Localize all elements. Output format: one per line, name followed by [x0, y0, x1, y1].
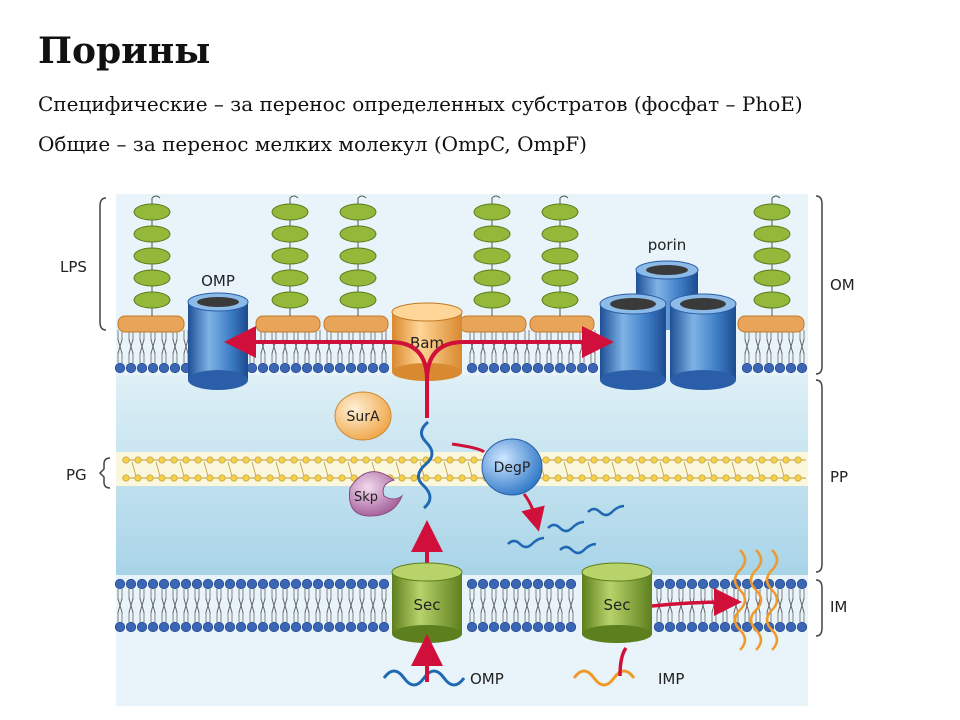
omp-substrate-chain: [382, 669, 466, 687]
general-porins-line: Общие – за перенос мелких молекул (OmpC,…: [38, 132, 587, 156]
om-label: OM: [830, 276, 855, 294]
arrow-degradation: [521, 493, 545, 532]
om-bracket: [815, 195, 823, 375]
imp-substrate-label: IMP: [658, 670, 684, 688]
unfolded-omp-chain: [417, 420, 434, 510]
bam-label: Bam: [410, 334, 444, 352]
pg-bracket: [98, 457, 111, 489]
omp-substrate-label: OMP: [470, 670, 504, 688]
sura-label: SurA: [346, 409, 380, 425]
arrow-to-porin: [425, 326, 614, 381]
pp-label: PP: [830, 468, 848, 486]
arrow-imp-into-sec: [618, 646, 628, 677]
membrane-diagram: OMP Bam porin SurA DegP Skp: [60, 194, 855, 706]
pg-label: PG: [66, 466, 87, 484]
sura-chaperone: [334, 391, 392, 441]
inner-membrane-lipids: [114, 578, 808, 633]
omp-barrel: [187, 292, 249, 390]
im-label: IM: [830, 598, 847, 616]
sec-label-2: Sec: [604, 596, 631, 614]
skp-label: Skp: [354, 490, 378, 505]
lps-label: LPS: [60, 258, 87, 276]
omp-barrel-label: OMP: [201, 272, 235, 290]
porin-label: porin: [648, 236, 687, 254]
slide-title: Порины: [38, 30, 211, 72]
sec-translocon-2: [581, 562, 653, 643]
pp-bracket: [815, 379, 823, 573]
arrow-to-imp-insertion: [651, 588, 742, 617]
degp-label: DegP: [494, 460, 531, 476]
skp-chaperone: [348, 471, 404, 517]
sec-label-1: Sec: [414, 596, 441, 614]
inserted-imp-helices: [733, 549, 779, 651]
im-bracket: [815, 579, 823, 637]
imp-substrate-chain: [572, 669, 636, 687]
lps-chains: [133, 195, 791, 316]
specific-porins-line: Специфические – за перенос определенных …: [38, 92, 803, 116]
peptidoglycan-chains: [122, 456, 806, 482]
degp-protease: [481, 438, 543, 496]
lps-bracket: [99, 197, 107, 331]
arrow-to-degp: [451, 442, 486, 454]
degraded-fragments: [507, 504, 625, 555]
